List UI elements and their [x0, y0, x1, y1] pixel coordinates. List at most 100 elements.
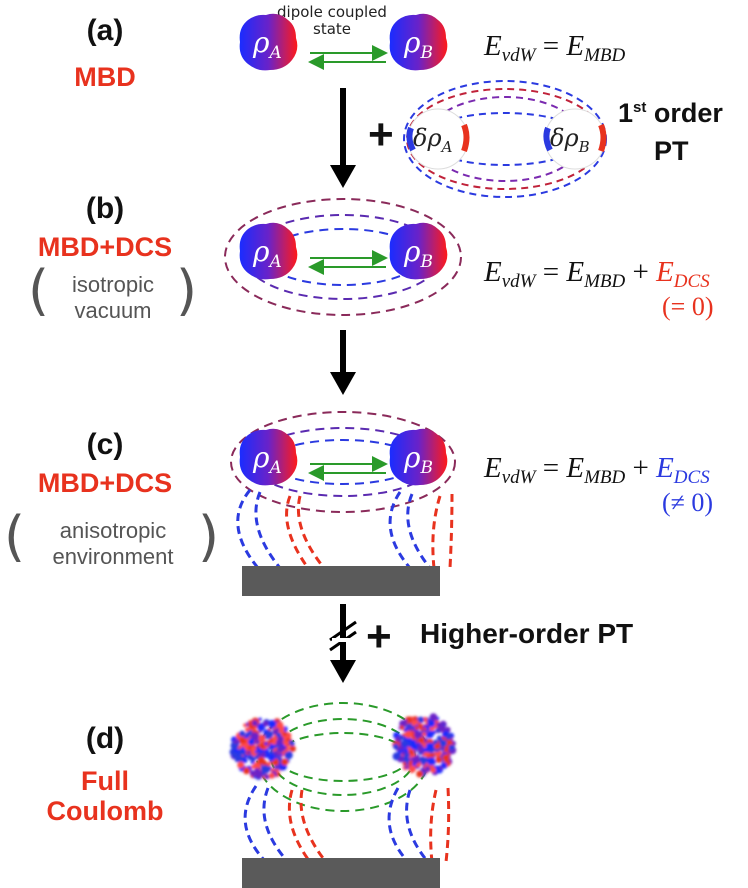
rho-b-blob [389, 13, 448, 71]
density-speckle [278, 748, 283, 753]
density-speckle [259, 743, 266, 750]
density-speckle [269, 750, 274, 755]
density-speckle [406, 753, 411, 757]
rho-a-blob-c [239, 428, 298, 486]
density-speckle [258, 717, 262, 721]
density-speckle [449, 744, 455, 751]
density-speckle [247, 754, 254, 761]
density-speckle [268, 753, 276, 762]
density-speckle [249, 770, 256, 776]
density-speckle [416, 770, 424, 778]
density-speckle [239, 737, 247, 745]
panel-c-env: anisotropic environment [22, 518, 204, 570]
plus-first-order: + [368, 110, 394, 159]
note-c: (≠ 0) [662, 488, 714, 517]
density-speckle [258, 734, 266, 742]
density-speckle [417, 723, 423, 729]
dipole-label-line1: dipole coupled [277, 3, 387, 21]
panel-d-method: Full Coulomb [5, 766, 205, 826]
panel-b-method: MBD+DCS [37, 232, 173, 262]
density-speckle [290, 741, 295, 746]
density-speckle [283, 740, 289, 747]
note-b: (= 0) [662, 292, 714, 321]
panel-a-graphic: ρA ρB [239, 13, 448, 71]
first-order-pt-graphic: δρA δρB [403, 80, 607, 198]
delta-rho-a-symbol: δρA [413, 124, 453, 156]
panel-b-env-line2: vacuum [74, 298, 152, 323]
density-speckle [410, 742, 418, 750]
density-speckle [402, 761, 407, 766]
rho-b-symbol-c: ρB [403, 441, 433, 478]
panel-d-method-line1: Full [81, 766, 129, 796]
rho-a-symbol-c: ρA [252, 441, 282, 478]
density-speckle [268, 772, 275, 779]
dipole-label-line2: state [313, 20, 351, 38]
density-speckle [284, 750, 293, 760]
density-speckle [274, 765, 278, 770]
rho-b-symbol: ρB [403, 26, 433, 63]
density-speckle [422, 732, 427, 737]
density-speckle [430, 767, 436, 773]
surface-slab-d [242, 858, 440, 888]
density-speckle [434, 743, 440, 750]
density-speckle [269, 738, 273, 743]
density-speckle [425, 730, 434, 739]
density-speckle [408, 749, 414, 755]
panel-c-env-line2: environment [52, 544, 174, 569]
noisy-density-a [229, 717, 296, 780]
panel-b-env: isotropic vacuum [48, 272, 178, 324]
density-speckle [267, 761, 272, 765]
rho-a-blob-b [239, 222, 298, 280]
density-speckle [411, 720, 417, 726]
density-speckle [427, 719, 436, 728]
panel-c-label: (c) [86, 428, 124, 461]
density-speckle [412, 762, 417, 766]
density-speckle [237, 761, 245, 769]
delta-rho-b-symbol: δρB [550, 124, 590, 156]
density-speckle [423, 727, 427, 731]
density-speckle [425, 765, 430, 770]
equation-c: EvdW = EMBD + EDCS [484, 452, 710, 488]
panel-a-label: (a) [86, 14, 124, 47]
density-speckle [251, 765, 255, 769]
surface-slab-c [242, 566, 440, 596]
density-speckle [408, 765, 416, 773]
noisy-density-b [392, 713, 457, 778]
density-speckle [417, 716, 425, 723]
density-speckle [264, 774, 270, 780]
density-speckle [268, 720, 277, 728]
density-speckle [411, 756, 420, 765]
density-speckle [429, 713, 438, 722]
density-speckle [262, 720, 269, 727]
panel-c-paren-left: ( [4, 505, 26, 568]
panel-b-label: (b) [85, 192, 125, 225]
panel-c-env-line1: anisotropic [59, 518, 167, 543]
density-speckle [257, 756, 266, 765]
arrow-b-to-c [330, 330, 356, 395]
density-speckle [414, 726, 419, 731]
panel-d-method-line2: Coulomb [46, 796, 164, 826]
rho-a-symbol-b: ρA [252, 235, 282, 272]
panel-b-env-line1: isotropic [72, 272, 154, 297]
higher-order-label: Higher-order PT [420, 618, 634, 649]
density-speckle [276, 721, 284, 729]
panel-d-graphic [229, 702, 457, 888]
rho-b-symbol-b: ρB [403, 235, 433, 272]
panel-c-paren-right: ) [198, 505, 220, 568]
density-speckle [439, 766, 443, 770]
first-order-pt-label: PT [654, 136, 689, 166]
density-speckle [435, 756, 442, 763]
density-speckle [255, 770, 263, 779]
rho-b-blob-b [389, 222, 448, 280]
density-speckle [399, 734, 405, 740]
density-speckle [412, 739, 417, 745]
density-speckle [414, 730, 422, 739]
density-speckle [233, 739, 239, 744]
panel-b-graphic: ρA ρB [224, 198, 462, 316]
density-speckle [399, 725, 404, 730]
density-speckle [281, 758, 289, 766]
density-speckle [250, 746, 257, 752]
density-speckle [401, 739, 408, 747]
panel-a-method: MBD [74, 62, 136, 92]
